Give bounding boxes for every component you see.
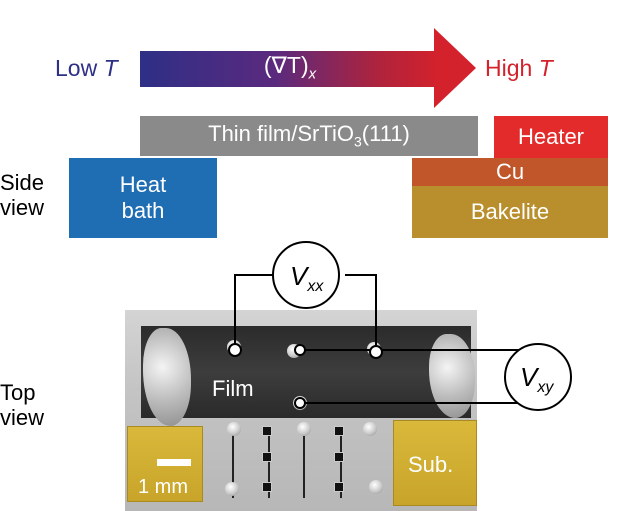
vxy-meter-ring [504,343,572,411]
heat-bath-line-2: bath [121,198,165,223]
low-t-prefix: Low [55,55,104,81]
scale-bar [157,459,191,466]
kapton-tape-right [393,420,477,506]
scale-bar-label: 1 mm [138,476,188,498]
cu-label: Cu [495,158,525,184]
low-t-label: Low T [55,55,118,81]
side-view-line-2: view [0,195,45,221]
contact-pad-2 [262,452,272,462]
svg-text:Vxy: Vxy [520,362,554,396]
vxx-meter-ring [272,241,340,309]
vxy-wire-top [300,349,541,352]
arrow-body [140,51,440,87]
thin-film-orientation: (111) [361,121,410,147]
vxx-meter: Vxx [272,241,340,309]
trace-1 [232,430,234,498]
vxy-symbol: V [520,362,540,392]
silver-paint-left [143,328,191,426]
vxy-meter: Vxy [504,343,572,411]
trace-3 [303,430,305,498]
high-t-symbol: T [538,55,553,81]
gradient-subscript: x [308,65,317,83]
vxy-subscript: xy [536,379,554,396]
bakelite-label: Bakelite [470,198,550,224]
contact-dot-7 [363,422,377,436]
probe-point-3 [294,344,306,356]
vxx-subscript: xx [306,278,324,295]
probe-point-4 [294,397,306,409]
trace-2 [268,430,270,498]
heat-bath-line-1: Heat [119,171,167,197]
high-t-prefix: High [485,55,539,81]
vxx-symbol: V [290,261,310,291]
contact-dot-8 [225,482,239,496]
contact-pad-6 [334,482,344,492]
contact-dot-9 [369,480,383,494]
thin-film-text: Thin film/SrTiO [208,121,354,147]
contact-pad-4 [334,426,344,436]
cu-block: Cu [412,158,608,186]
contact-pad-3 [262,482,272,492]
trace-4 [340,430,342,498]
sample-photo [125,310,477,511]
high-t-label: High T [485,55,553,81]
arrow-label: (∇T)x [140,52,440,83]
contact-dot-5 [227,422,241,436]
top-view-line-2: view [0,405,45,431]
probe-point-1 [228,343,242,357]
thin-film-block: Thin film/SrTiO3(111) [140,116,478,156]
heater-label: Heater [517,123,585,149]
thin-film-subscript: 3 [353,133,362,150]
vxx-wire-right [345,274,377,350]
top-view-line-1: Top [0,380,36,405]
svg-text:Vxx: Vxx [290,261,324,295]
contact-pad-5 [334,452,344,462]
heater-block: Heater [494,116,608,158]
low-t-symbol: T [103,55,118,81]
vxy-wire-bottom [300,402,541,404]
thermal-gradient-arrow: (∇T)x [140,28,476,108]
vxx-wire-left [234,274,275,346]
contact-dot-6 [297,422,311,436]
gradient-symbol: (∇T) [263,52,309,78]
bakelite-block: Bakelite [412,186,608,238]
contact-pad-1 [262,426,272,436]
arrow-head [434,28,476,108]
probe-point-2 [369,345,383,359]
substrate-label: Sub. [408,452,454,477]
film-label: Film [212,376,254,401]
side-view-line-1: Side [0,170,45,195]
